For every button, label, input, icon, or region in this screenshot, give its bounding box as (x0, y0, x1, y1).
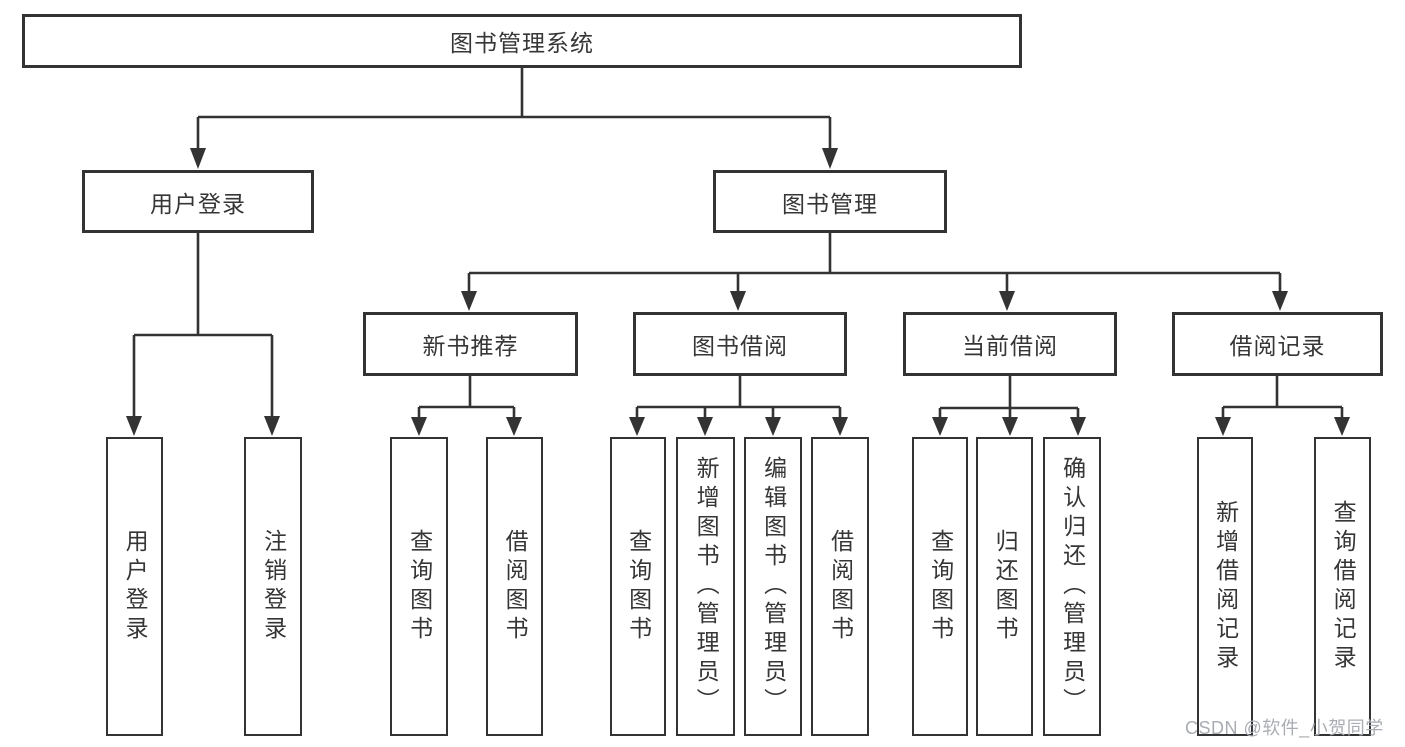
node-new-book-recommend: 新书推荐 (363, 312, 578, 376)
node-borrowing-records: 借阅记录 (1172, 312, 1383, 376)
leaf-label: 用户登录 (122, 528, 149, 645)
node-leaf-user-login: 用户登录 (106, 437, 163, 736)
leaf-label: 新增图书（管理员） (693, 456, 720, 717)
leaf-label: 归还图书 (992, 528, 1019, 645)
node-book-borrowing-label: 图书借阅 (692, 333, 788, 359)
node-current-borrowing-label: 当前借阅 (962, 333, 1058, 359)
leaf-label: 查询借阅记录 (1330, 499, 1357, 674)
node-leaf-borrow-books-2: 借阅图书 (811, 437, 869, 736)
node-leaf-return-books: 归还图书 (976, 437, 1033, 736)
node-leaf-borrow-books-1: 借阅图书 (486, 437, 543, 736)
leaf-label: 注销登录 (260, 528, 287, 645)
node-book-management-label: 图书管理 (782, 190, 878, 217)
node-leaf-edit-books-admin: 编辑图书（管理员） (744, 437, 802, 736)
node-current-borrowing: 当前借阅 (903, 312, 1117, 376)
node-library-system: 图书管理系统 (22, 14, 1022, 68)
node-leaf-confirm-return-admin: 确认归还（管理员） (1043, 437, 1101, 736)
node-leaf-query-borrow-record: 查询借阅记录 (1314, 437, 1371, 736)
node-leaf-query-books-1: 查询图书 (390, 437, 448, 736)
node-leaf-logout: 注销登录 (244, 437, 302, 736)
node-book-management: 图书管理 (713, 170, 947, 233)
leaf-label: 编辑图书（管理员） (760, 456, 787, 717)
node-book-borrowing: 图书借阅 (633, 312, 847, 376)
leaf-label: 借阅图书 (502, 528, 529, 645)
leaf-label: 确认归还（管理员） (1059, 456, 1086, 717)
node-new-book-recommend-label: 新书推荐 (422, 333, 519, 359)
node-borrowing-records-label: 借阅记录 (1229, 333, 1326, 359)
leaf-label: 查询图书 (625, 528, 652, 645)
node-leaf-query-books-3: 查询图书 (912, 437, 968, 736)
leaf-label: 查询图书 (927, 528, 954, 645)
node-leaf-add-borrow-record: 新增借阅记录 (1197, 437, 1253, 736)
leaf-label: 查询图书 (406, 528, 433, 645)
csdn-watermark: CSDN @软件_小贺同学 (1185, 718, 1384, 738)
node-user-login-branch-label: 用户登录 (150, 190, 246, 217)
leaf-label: 新增借阅记录 (1212, 499, 1239, 674)
node-library-system-label: 图书管理系统 (450, 30, 594, 56)
node-leaf-query-books-2: 查询图书 (610, 437, 666, 736)
arrowhead-icons (126, 148, 1350, 436)
node-leaf-add-books-admin: 新增图书（管理员） (676, 437, 735, 736)
node-user-login-branch: 用户登录 (82, 170, 314, 233)
leaf-label: 借阅图书 (827, 528, 854, 645)
